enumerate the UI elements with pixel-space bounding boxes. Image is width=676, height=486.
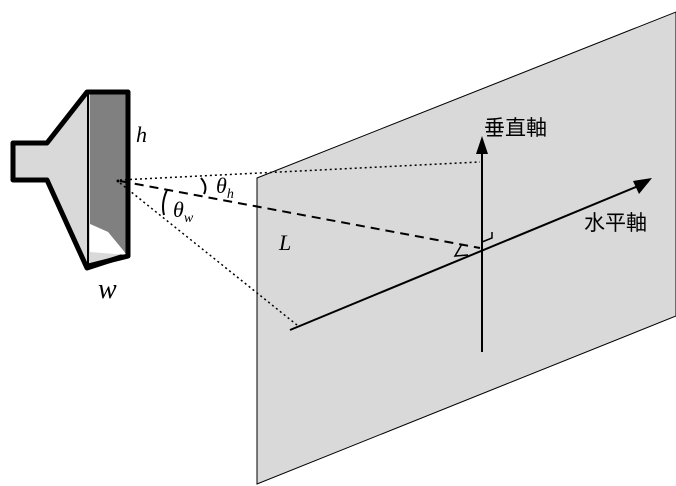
horn-antenna	[10, 89, 131, 271]
beam-edge-upper	[119, 161, 481, 181]
horizontal-axis-line	[289, 181, 649, 331]
label-L: L	[278, 230, 291, 255]
horizontal-axis-arrowhead	[633, 178, 652, 194]
horizontal-axis-label: 水平軸	[584, 211, 647, 235]
theta-h-arc	[200, 177, 207, 195]
label-w: w	[98, 274, 117, 305]
aperture-outline	[87, 89, 131, 269]
label-h: h	[136, 122, 147, 147]
theta-w-arc	[162, 189, 168, 216]
theta-w-symbol: θ	[173, 197, 184, 222]
right-angle-mark-dashed	[453, 243, 469, 257]
aperture-highlight	[90, 224, 127, 255]
theta-h-symbol: θ	[216, 173, 227, 198]
theta-h-subscript: h	[227, 187, 234, 202]
theta-w-subscript: w	[184, 211, 194, 226]
aperture-face	[90, 92, 127, 255]
label-theta-h: θh	[216, 173, 234, 202]
aperture-center-point	[116, 179, 120, 183]
vertical-axis-label: 垂直軸	[484, 116, 547, 140]
vertical-axis-arrowhead	[476, 136, 488, 154]
distance-line-L	[119, 180, 481, 249]
right-angle-mark-vertical	[481, 232, 493, 243]
label-theta-w: θw	[173, 197, 194, 226]
projection-plane	[256, 11, 676, 485]
